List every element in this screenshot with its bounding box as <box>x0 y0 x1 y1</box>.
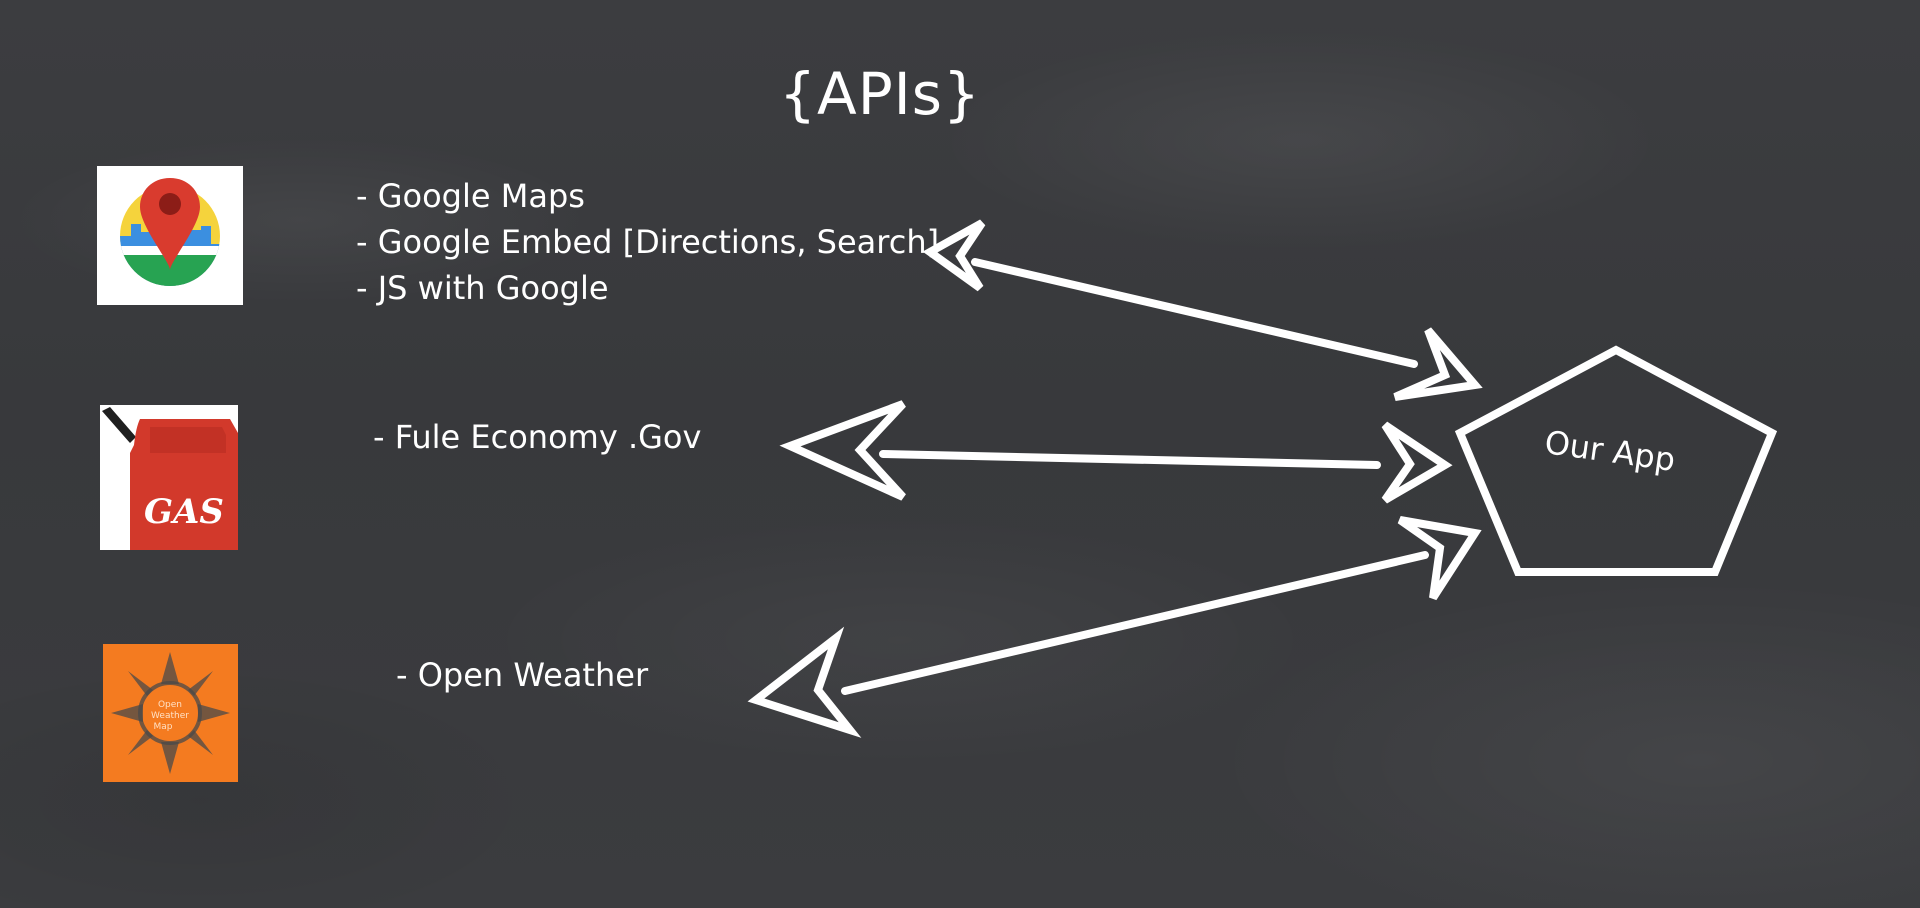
api-line-js-google: - JS with Google <box>356 269 609 307</box>
open-weather-map-icon: Open Weather Map <box>103 644 238 782</box>
owm-icon-text-open: Open <box>158 700 182 710</box>
owm-icon-text-weather: Weather <box>151 711 189 721</box>
api-line-google-maps: - Google Maps <box>356 177 585 215</box>
api-line-google-embed: - Google Embed [Directions, Search] <box>356 223 940 261</box>
api-line-fuel-economy: - Fule Economy .Gov <box>373 418 702 456</box>
weather-api-list: - Open Weather <box>396 652 648 698</box>
owm-icon-text-map: Map <box>154 722 173 732</box>
slide-title: {APIs} <box>779 60 981 128</box>
google-maps-pin-icon <box>97 166 243 305</box>
gas-can-icon: GAS <box>100 405 238 550</box>
fuel-api-list: - Fule Economy .Gov <box>373 414 701 460</box>
google-api-list: - Google Maps - Google Embed [Directions… <box>356 173 939 311</box>
gas-icon-text: GAS <box>144 492 224 532</box>
api-line-open-weather: - Open Weather <box>396 656 649 694</box>
